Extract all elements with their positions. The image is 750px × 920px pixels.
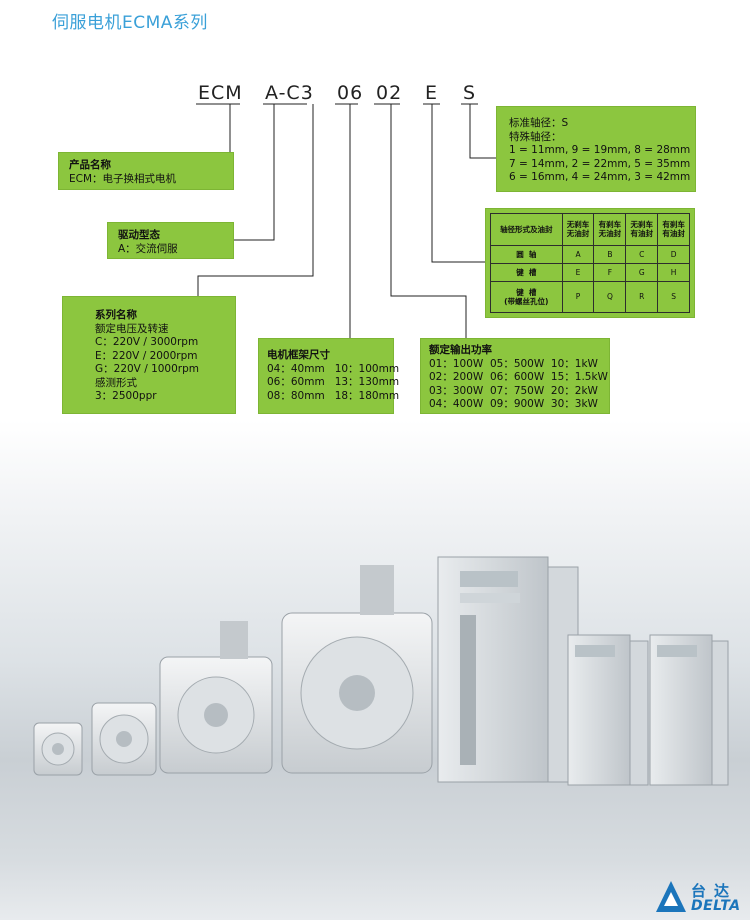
series-voltage-label: 额定电压及转速 <box>95 322 169 335</box>
table-cell: D <box>657 244 690 264</box>
table-cell: C <box>625 244 659 264</box>
table-row-label: 键 槽 (带螺丝孔位) <box>490 280 563 313</box>
product-name-desc: ECM：电子换相式电机 <box>69 172 177 185</box>
servo-motor-large <box>159 621 273 774</box>
shaft-type-table: 轴径形式及油封 无刹车 无油封 有刹车 无油封 无刹车 有油封 有刹车 有油封 … <box>490 213 690 313</box>
model-code-shaft-type: E <box>425 82 439 104</box>
rated-power-box: 额定输出功率 01：100W 05：500W 10：1kW 02：200W 06… <box>420 338 610 414</box>
table-row: 键 槽 (带螺丝孔位) P Q R S <box>490 280 690 313</box>
servo-drive-small-1 <box>567 634 649 786</box>
table-row-label: 键 槽 <box>490 262 563 282</box>
sensor-label: 感测形式 <box>95 376 137 389</box>
rated-power-row: 04：400W 09：900W 30：3kW <box>429 398 598 410</box>
table-cell: F <box>593 262 627 282</box>
frame-size-heading: 电机框架尺寸 <box>267 349 330 361</box>
model-code-ecm: ECM <box>198 82 243 104</box>
delta-logo: 台达 DELTA <box>655 878 745 918</box>
table-cell: G <box>625 262 659 282</box>
frame-size-box: 电机框架尺寸 04：40mm 10：100mm 06：60mm 13：130mm… <box>258 338 400 414</box>
product-name-box: 产品名称 ECM：电子换相式电机 <box>58 152 234 190</box>
table-corner-header: 轴径形式及油封 <box>490 213 563 246</box>
rated-power-row: 02：200W 06：600W 15：1.5kW <box>429 371 608 383</box>
rated-power-row: 03：300W 07：750W 20：2kW <box>429 384 598 397</box>
table-col-header: 有刹车 有油封 <box>657 213 690 246</box>
series-name-box: 系列名称 额定电压及转速 C：220V / 3000rpm E：220V / 2… <box>62 296 236 414</box>
rated-power-heading: 额定输出功率 <box>429 344 492 356</box>
shaft-dia-row: 1 = 11mm, 9 = 19mm, 8 = 28mm <box>509 144 691 156</box>
table-row: 键 槽 E F G H <box>490 262 690 282</box>
servo-drive-small-2 <box>649 634 729 786</box>
servo-drive-large <box>437 556 579 783</box>
servo-products-photo <box>33 556 729 786</box>
special-shaft-label: 特殊轴径： <box>509 130 562 143</box>
model-code-power: 02 <box>376 82 403 104</box>
table-cell: H <box>657 262 690 282</box>
table-cell: R <box>625 280 659 313</box>
delta-triangle-icon <box>656 881 686 912</box>
table-col-header: 无刹车 有油封 <box>625 213 659 246</box>
frame-size-row: 04：40mm 10：100mm <box>267 362 400 375</box>
rated-power-row: 01：100W 05：500W 10：1kW <box>429 357 598 370</box>
model-code-drive-series: A-C3 <box>265 82 314 104</box>
product-name-heading: 产品名称 <box>69 159 111 171</box>
page-title: 伺服电机ECMA系列 <box>52 13 208 33</box>
table-col-header: 有刹车 无油封 <box>593 213 627 246</box>
shaft-dia-row: 6 = 16mm, 4 = 24mm, 3 = 42mm <box>509 171 691 183</box>
drive-type-desc: A：交流伺服 <box>118 242 178 255</box>
series-c: C：220V / 3000rpm <box>95 336 199 348</box>
table-row-label: 圆 轴 <box>490 244 563 264</box>
drive-type-heading: 驱动型态 <box>118 229 160 241</box>
model-code-shaft-dia: S <box>463 82 477 104</box>
servo-motor-medium <box>91 702 157 776</box>
delta-logo-chinese: 台达 <box>691 882 738 900</box>
table-cell: S <box>657 280 690 313</box>
table-cell: A <box>561 244 595 264</box>
series-name-heading: 系列名称 <box>95 309 137 321</box>
table-cell: P <box>561 280 595 313</box>
shaft-dia-row: 7 = 14mm, 2 = 22mm, 5 = 35mm <box>509 157 691 170</box>
frame-size-row: 06：60mm 13：130mm <box>267 376 400 388</box>
drive-type-box: 驱动型态 A：交流伺服 <box>107 222 234 259</box>
table-cell: E <box>561 262 595 282</box>
connector-lines <box>196 103 496 338</box>
table-cell: B <box>593 244 627 264</box>
standard-shaft: 标准轴径：S <box>509 117 569 129</box>
table-cell: Q <box>593 280 627 313</box>
servo-motor-small <box>33 722 83 776</box>
shaft-diameter-box: 标准轴径：S 特殊轴径： 1 = 11mm, 9 = 19mm, 8 = 28m… <box>496 106 696 192</box>
model-code-frame: 06 <box>337 82 364 104</box>
table-row: 圆 轴 A B C D <box>490 244 690 264</box>
series-g: G：220V / 1000rpm <box>95 363 200 375</box>
servo-motor-xlarge <box>281 565 433 774</box>
frame-size-row: 08：80mm 18：180mm <box>267 389 400 402</box>
shaft-type-table-box: 轴径形式及油封 无刹车 无油封 有刹车 无油封 无刹车 有油封 有刹车 有油封 … <box>485 208 695 318</box>
delta-logo-english: DELTA <box>691 898 741 914</box>
table-col-header: 无刹车 无油封 <box>561 213 595 246</box>
series-e: E：220V / 2000rpm <box>95 349 198 362</box>
sensor-value: 3：2500ppr <box>95 390 157 402</box>
